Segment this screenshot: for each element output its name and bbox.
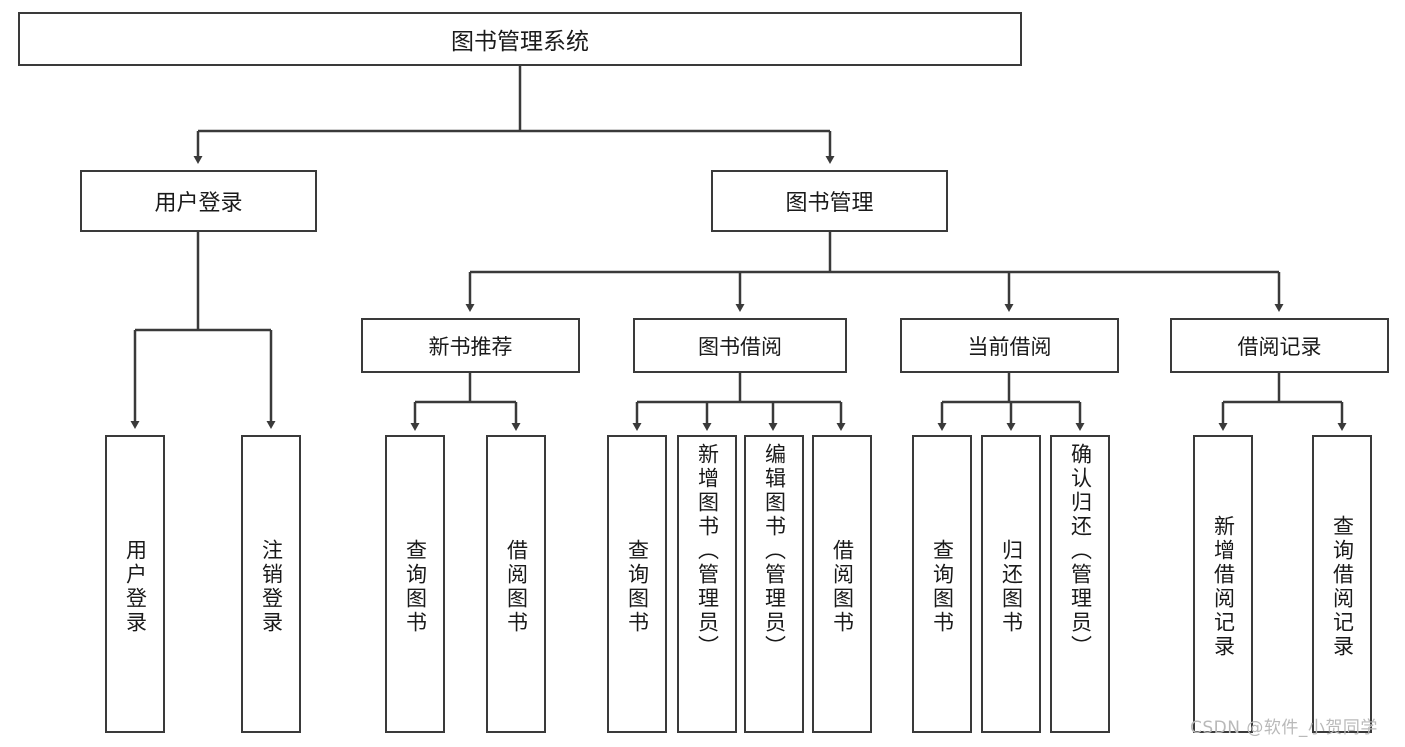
leaf-edit-book-admin[interactable]: 编辑图书（管理员） <box>744 435 804 733</box>
node-label: 图书借阅 <box>698 334 782 359</box>
watermark-text: CSDN @软件_小贺同学 <box>1190 718 1378 738</box>
node-label: 查询图书 <box>930 539 955 635</box>
node-label: 图书管理系统 <box>451 29 589 55</box>
node-label: 当前借阅 <box>967 334 1052 359</box>
node-label: 借阅记录 <box>1237 334 1322 359</box>
leaf-user-login[interactable]: 用户登录 <box>105 435 165 733</box>
node-new-book-recommend[interactable]: 新书推荐 <box>361 318 580 373</box>
node-label: 查询图书 <box>625 539 650 635</box>
leaf-return-book[interactable]: 归还图书 <box>981 435 1041 733</box>
node-label: 注销登录 <box>259 539 284 635</box>
leaf-logout[interactable]: 注销登录 <box>241 435 301 733</box>
leaf-query-book-current[interactable]: 查询图书 <box>912 435 972 733</box>
leaf-borrow-book-recommend[interactable]: 借阅图书 <box>486 435 546 733</box>
node-book-management[interactable]: 图书管理 <box>711 170 948 232</box>
node-label: 用户登录 <box>123 539 148 635</box>
leaf-confirm-return-admin[interactable]: 确认归还（管理员） <box>1050 435 1110 733</box>
leaf-query-book-borrow[interactable]: 查询图书 <box>607 435 667 733</box>
node-root-system[interactable]: 图书管理系统 <box>18 12 1022 66</box>
node-borrow-record[interactable]: 借阅记录 <box>1170 318 1389 373</box>
node-current-borrow[interactable]: 当前借阅 <box>900 318 1119 373</box>
node-user-login[interactable]: 用户登录 <box>80 170 317 232</box>
node-label: 查询图书 <box>403 539 428 635</box>
node-label: 新书推荐 <box>428 334 513 359</box>
node-label: 图书管理 <box>785 191 874 216</box>
leaf-query-borrow-record[interactable]: 查询借阅记录 <box>1312 435 1372 733</box>
node-label: 确认归还（管理员） <box>1068 443 1093 659</box>
leaf-query-book-recommend[interactable]: 查询图书 <box>385 435 445 733</box>
node-label: 用户登录 <box>154 191 243 216</box>
node-label: 新增图书（管理员） <box>695 443 720 659</box>
node-book-borrow[interactable]: 图书借阅 <box>633 318 847 373</box>
leaf-borrow-book-borrow[interactable]: 借阅图书 <box>812 435 872 733</box>
leaf-add-borrow-record[interactable]: 新增借阅记录 <box>1193 435 1253 733</box>
node-label: 借阅图书 <box>504 539 529 635</box>
node-label: 新增借阅记录 <box>1211 515 1236 659</box>
node-label: 查询借阅记录 <box>1330 515 1355 659</box>
leaf-add-book-admin[interactable]: 新增图书（管理员） <box>677 435 737 733</box>
node-label: 借阅图书 <box>830 539 855 635</box>
node-label: 编辑图书（管理员） <box>762 443 787 659</box>
node-label: 归还图书 <box>999 539 1024 635</box>
